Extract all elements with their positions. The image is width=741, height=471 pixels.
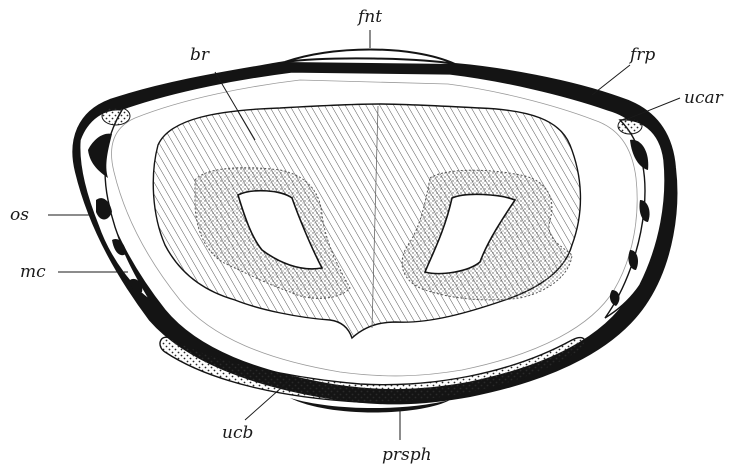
label-fnt: fnt	[356, 7, 382, 27]
frontal-membrane	[285, 50, 455, 65]
label-mc: mc	[20, 262, 46, 282]
label-br: br	[190, 45, 210, 65]
leader-frp	[592, 65, 630, 95]
label-os: os	[10, 205, 29, 225]
label-frp: frp	[628, 45, 655, 65]
label-prsph: prsph	[382, 445, 432, 465]
label-ucar: ucar	[684, 88, 724, 108]
label-ucb: ucb	[222, 423, 253, 443]
